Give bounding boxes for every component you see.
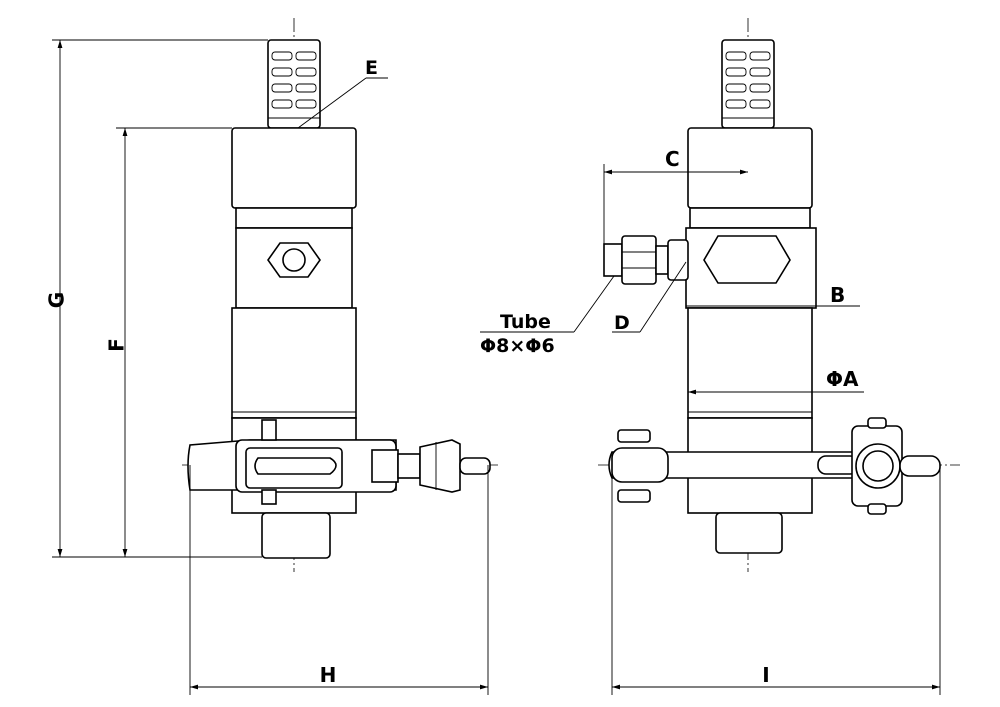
label-d: D <box>614 312 630 334</box>
right-view: C B D Tube Φ8×Φ6 ΦA <box>480 18 960 695</box>
dim-g: G <box>45 39 268 558</box>
right-clamp <box>608 417 941 554</box>
right-body <box>685 127 817 419</box>
label-phi-a: ΦA <box>826 367 859 391</box>
dim-c: C <box>603 147 748 244</box>
tube-callout: Tube Φ8×Φ6 <box>480 275 615 357</box>
tube-size-label: Φ8×Φ6 <box>480 335 555 357</box>
tube-title-label: Tube <box>500 311 551 333</box>
dim-e: E <box>297 57 388 129</box>
left-clamp <box>187 417 491 559</box>
dim-f: F <box>105 127 232 557</box>
label-e: E <box>365 57 378 79</box>
label-g: G <box>45 292 69 308</box>
label-b: B <box>830 283 845 307</box>
label-f: F <box>105 338 129 352</box>
label-h: H <box>320 663 337 687</box>
left-muffler <box>267 39 321 129</box>
left-view: G F E H <box>45 18 498 695</box>
right-side-fitting <box>603 235 689 285</box>
left-body <box>231 127 357 419</box>
label-c: C <box>665 147 680 171</box>
left-port-hole <box>282 248 306 272</box>
right-muffler <box>721 39 775 129</box>
dim-phi-a: ΦA <box>688 367 864 395</box>
dim-d: D <box>612 261 687 334</box>
label-i: I <box>762 663 769 687</box>
dim-b: B <box>686 283 860 307</box>
dim-h: H <box>189 465 489 695</box>
dim-i: I <box>611 465 941 695</box>
